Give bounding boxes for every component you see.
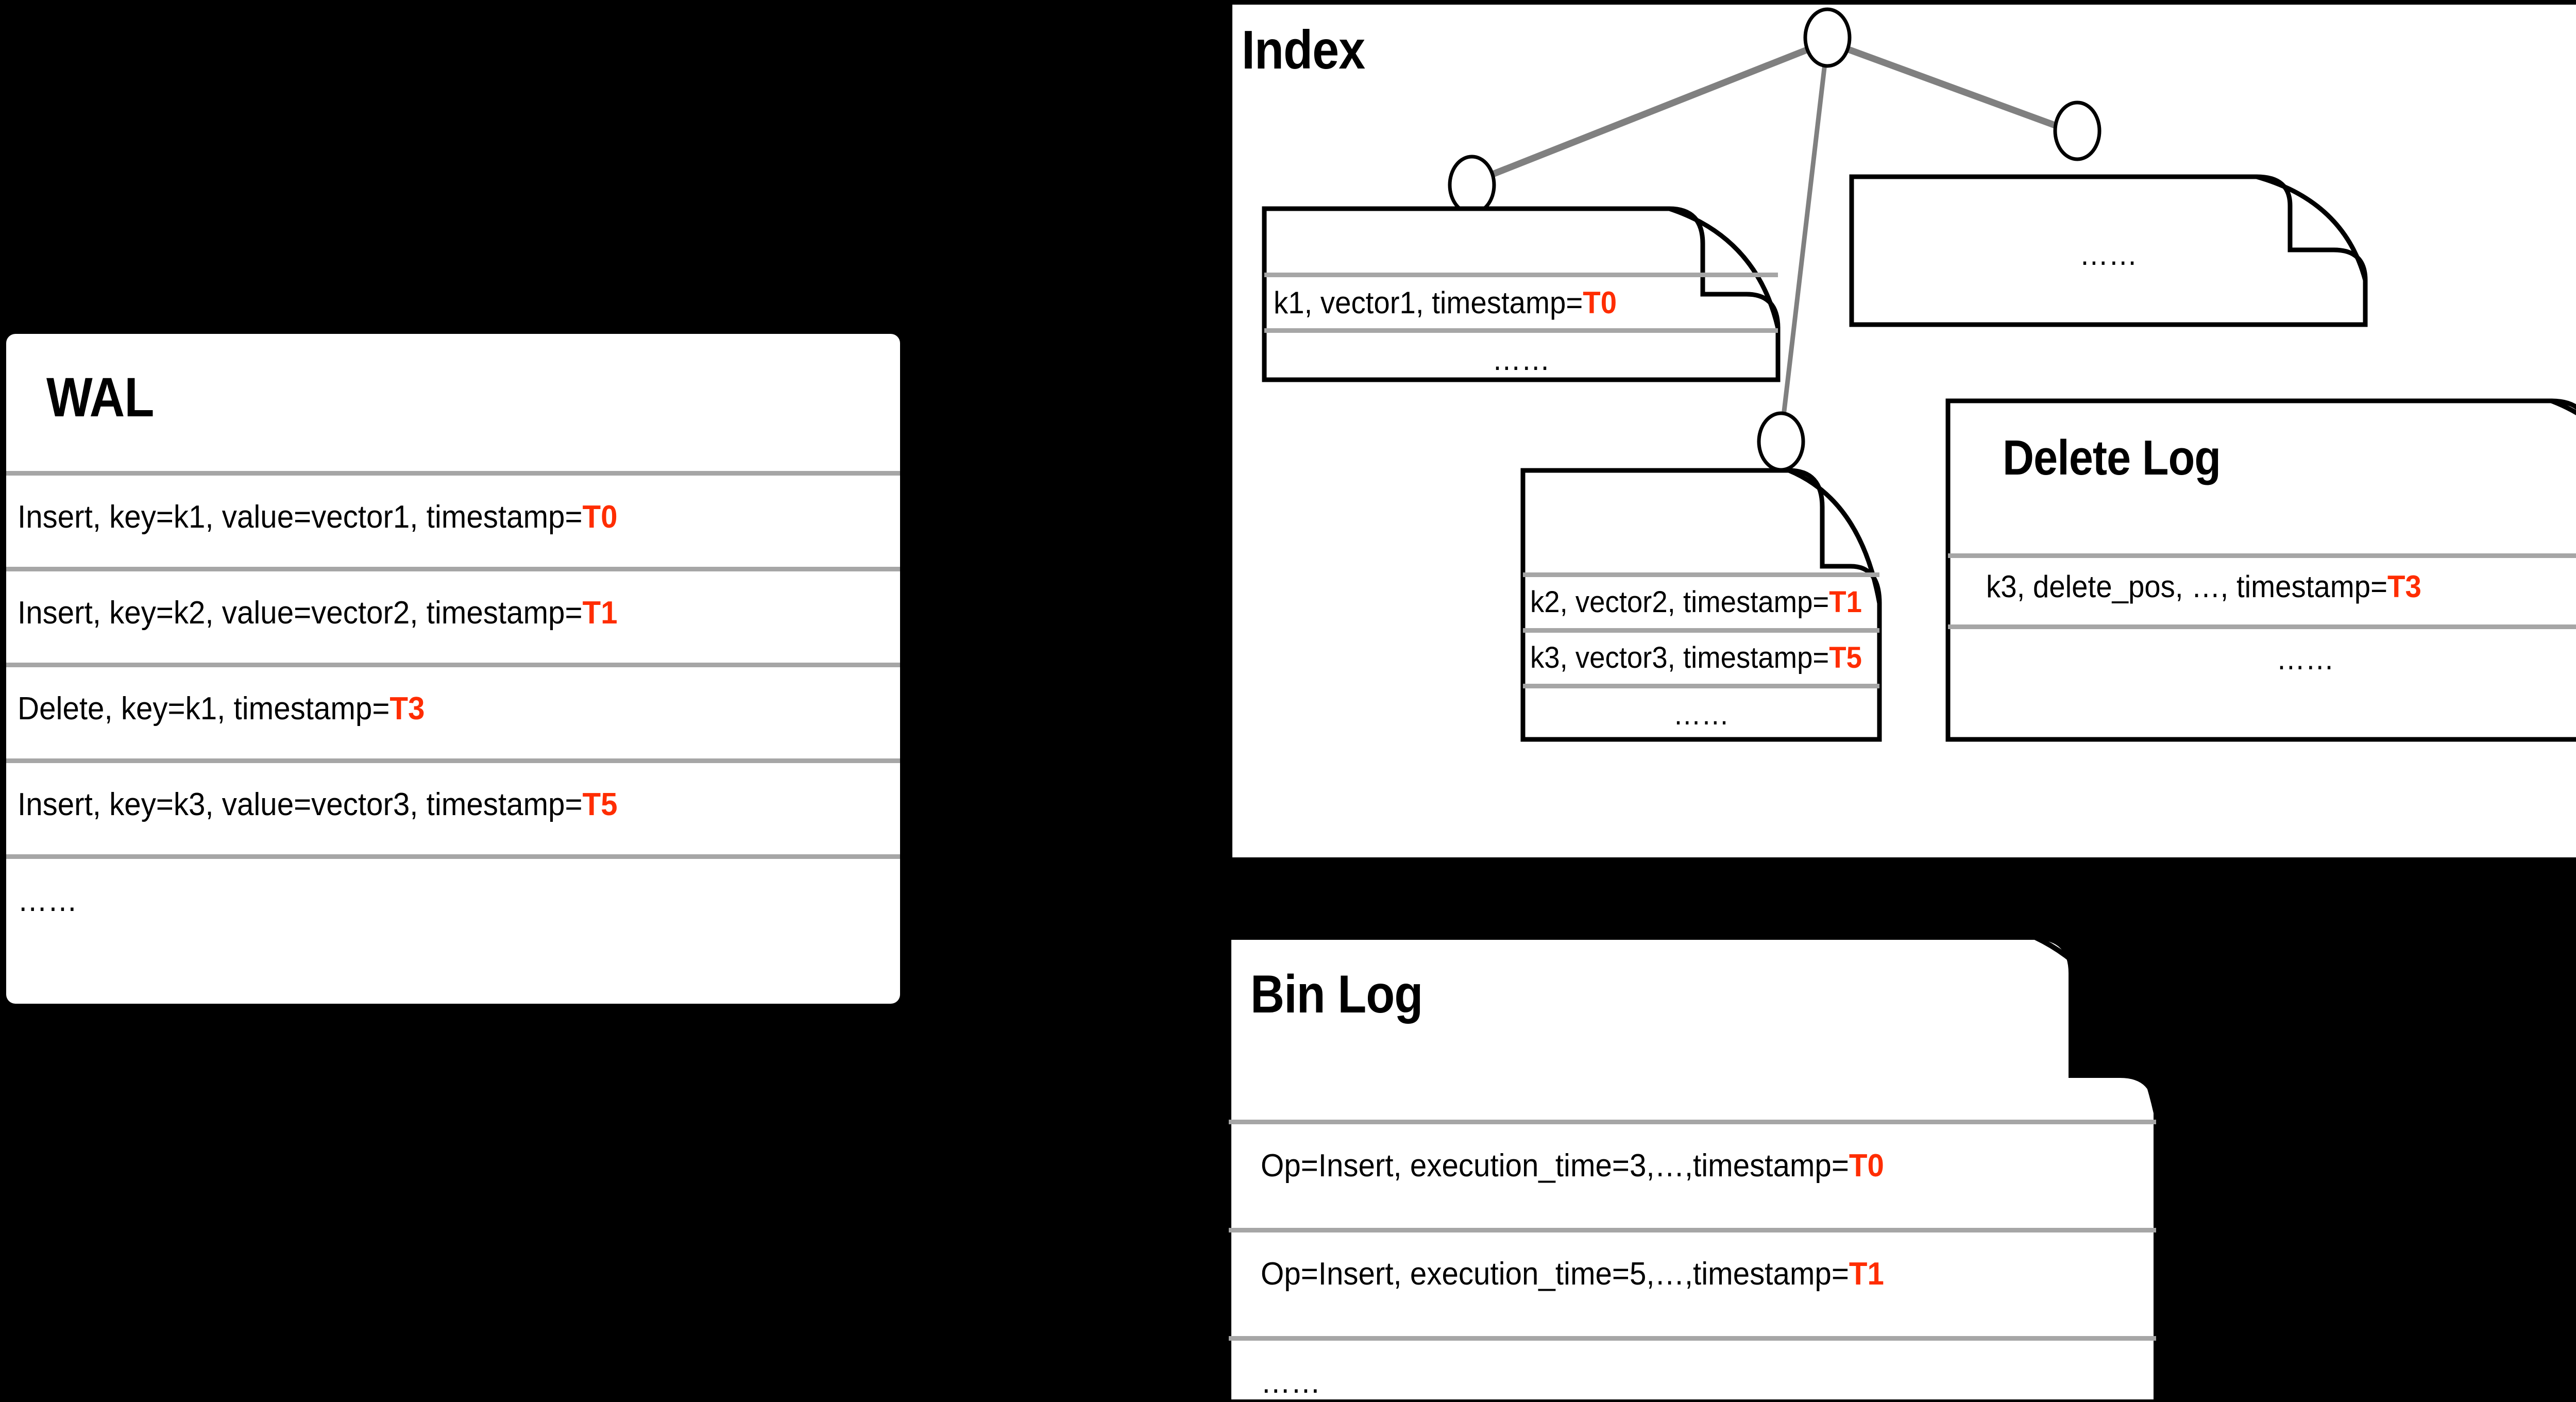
tree-root-node — [1803, 7, 1852, 68]
wal-separator — [6, 758, 900, 763]
bin-log-separator — [1229, 1120, 2156, 1124]
leaf-k2k3-row-timestamp: T5 — [1829, 641, 1862, 674]
leaf-k2k3-row-timestamp: T1 — [1829, 585, 1862, 619]
bin-log-row: Op=Insert, execution_time=3,…,timestamp=… — [1261, 1147, 1884, 1184]
leaf-k2k3-row: k2, vector2, timestamp=T1 — [1530, 585, 1862, 619]
wal-title: WAL — [46, 366, 154, 428]
wal-row: Insert, key=k1, value=vector1, timestamp… — [18, 499, 618, 535]
tree-edge-root-right — [1826, 38, 2079, 137]
delete-log-row-timestamp: T3 — [2387, 569, 2421, 604]
wal-panel: WAL Insert, key=k1, value=vector1, times… — [6, 334, 900, 1004]
wal-row-timestamp: T3 — [389, 691, 425, 727]
delete-log-row: …… — [2276, 641, 2334, 676]
wal-row-timestamp: T0 — [582, 499, 618, 535]
wal-separator — [6, 854, 900, 859]
bin-log-title: Bin Log — [1250, 965, 1423, 1024]
delete-log-title: Delete Log — [2003, 430, 2221, 485]
leaf-k2k3-row: k3, vector3, timestamp=T5 — [1530, 640, 1862, 675]
leaf-k1-row-text: k1, vector1, timestamp= — [1274, 285, 1583, 320]
tree-left-node — [1448, 155, 1496, 215]
leaf-k2k3-row: …… — [1673, 698, 1730, 731]
leaf-k2k3-separator — [1523, 684, 1879, 688]
bin-log-row: Op=Insert, execution_time=5,…,timestamp=… — [1261, 1256, 1884, 1292]
wal-row: Insert, key=k3, value=vector3, timestamp… — [18, 786, 618, 823]
bin-log-panel: Bin Log Op=Insert, execution_time=3,…,ti… — [1226, 935, 2223, 1402]
leaf-k1-row-timestamp: T0 — [1583, 285, 1617, 320]
wal-separator — [6, 663, 900, 667]
leaf-k2k3-separator — [1523, 572, 1879, 577]
leaf-k1-separator — [1264, 273, 1778, 277]
wal-row-text: Insert, key=k1, value=vector1, timestamp… — [18, 499, 583, 535]
tree-edge-root-left — [1470, 38, 1829, 186]
leaf-k2k3-row-text: k2, vector2, timestamp= — [1530, 585, 1829, 619]
index-leaf-k1: k1, vector1, timestamp=T0 …… — [1262, 206, 1781, 382]
leaf-k1-row: …… — [1492, 342, 1550, 377]
bin-log-separator — [1229, 1336, 2156, 1341]
leaf-k2k3-row-text: k3, vector3, timestamp= — [1530, 641, 1829, 674]
wal-row: …… — [18, 883, 78, 918]
wal-separator — [6, 567, 900, 571]
bin-log-row-timestamp: T1 — [1849, 1256, 1884, 1292]
wal-row-timestamp: T5 — [582, 787, 618, 822]
wal-row: Delete, key=k1, timestamp=T3 — [18, 690, 425, 727]
wal-row-text: Delete, key=k1, timestamp= — [18, 691, 390, 727]
index-title: Index — [1242, 20, 1365, 80]
wal-row-text: Insert, key=k2, value=vector2, timestamp… — [18, 595, 583, 631]
tree-edge-root-middle — [1778, 41, 1830, 438]
bin-log-separator — [1229, 1228, 2156, 1232]
tree-right-node — [2053, 100, 2102, 161]
bin-log-row-timestamp: T0 — [1849, 1148, 1884, 1184]
delete-log-row-text: k3, delete_pos, …, timestamp= — [1986, 569, 2388, 604]
delete-log-panel: Delete Log k3, delete_pos, …, timestamp=… — [1945, 398, 2576, 742]
tree-middle-node — [1757, 411, 1805, 472]
leaf-k2k3-separator — [1523, 628, 1879, 633]
wal-row: Insert, key=k2, value=vector2, timestamp… — [18, 595, 618, 631]
leaf-k1-separator — [1264, 328, 1778, 333]
index-leaf-k2k3: k2, vector2, timestamp=T1 k3, vector3, t… — [1520, 468, 1882, 742]
wal-row-timestamp: T1 — [582, 595, 618, 631]
index-panel: Index k1, vector1, timestamp=T0 — [1232, 5, 2576, 857]
wal-separator — [6, 471, 900, 476]
bin-log-row-text: Op=Insert, execution_time=3,…,timestamp= — [1261, 1148, 1849, 1184]
delete-log-separator — [1948, 553, 2576, 558]
bin-log-row: …… — [1261, 1364, 1321, 1400]
wal-row-text: Insert, key=k3, value=vector3, timestamp… — [18, 787, 583, 822]
index-leaf-more: …… — [1849, 174, 2368, 327]
bin-log-row-text: Op=Insert, execution_time=5,…,timestamp= — [1261, 1256, 1849, 1292]
leaf-k1-row: k1, vector1, timestamp=T0 — [1274, 285, 1617, 320]
delete-log-separator — [1948, 624, 2576, 629]
delete-log-row: k3, delete_pos, …, timestamp=T3 — [1986, 569, 2421, 604]
leaf-more-row: …… — [2079, 237, 2138, 272]
